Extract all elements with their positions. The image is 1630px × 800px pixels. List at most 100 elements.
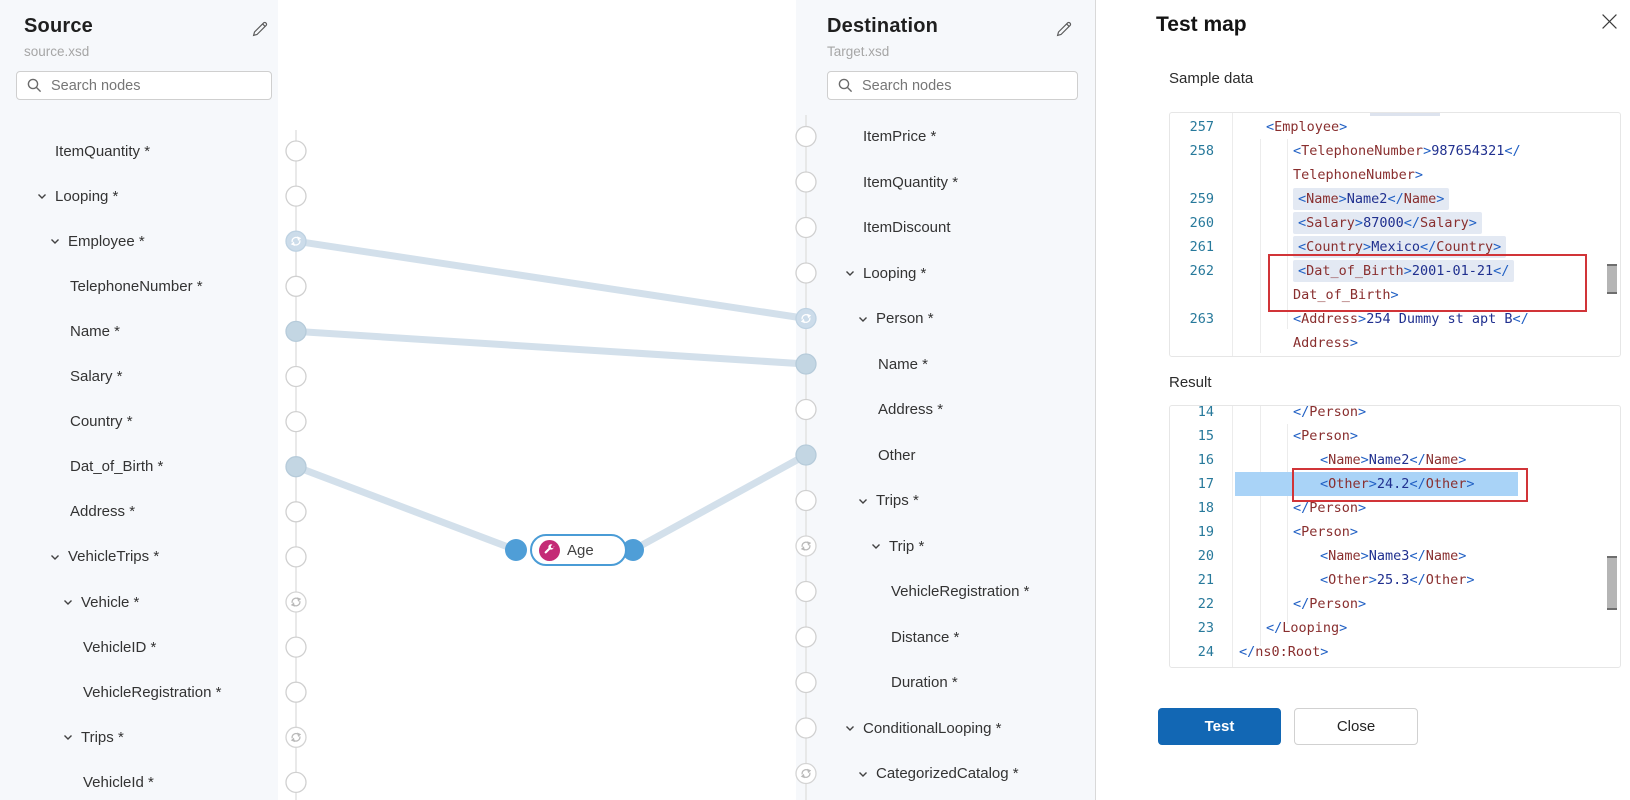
node-label: Address *	[878, 401, 944, 418]
chevron-down-icon[interactable]	[49, 235, 68, 247]
node-label: VehicleTrips *	[68, 548, 160, 566]
indent-guide	[1232, 113, 1233, 356]
node-label: Vehicle *	[81, 593, 140, 611]
source-node-country[interactable]: Country *	[0, 399, 278, 444]
destination-node-trips[interactable]: Trips *	[796, 478, 1095, 523]
destination-node-vehicleregistration[interactable]: VehicleRegistration *	[796, 569, 1095, 614]
code-line-23: 23</Looping>	[1170, 616, 1620, 640]
chevron-down-icon[interactable]	[36, 190, 55, 202]
code-line-19: 19<Person>	[1170, 520, 1620, 544]
code-text: <Salary>87000</Salary>	[1214, 211, 1482, 235]
test-button[interactable]: Test	[1158, 708, 1281, 745]
source-node-telephonenumber[interactable]: TelephoneNumber *	[0, 264, 278, 309]
close-icon[interactable]	[1598, 12, 1620, 34]
code-line-wrap: Address>	[1170, 331, 1620, 355]
destination-node-conditionallooping[interactable]: ConditionalLooping *	[796, 706, 1095, 751]
chevron-down-icon[interactable]	[857, 495, 876, 507]
destination-node-trip[interactable]: Trip *	[796, 524, 1095, 569]
source-node-name[interactable]: Name *	[0, 309, 278, 354]
sample-scrollbar-thumb[interactable]	[1607, 264, 1617, 294]
sample-data-editor[interactable]: 257<Employee>258<TelephoneNumber>9876543…	[1169, 112, 1621, 357]
destination-node-address[interactable]: Address *	[796, 387, 1095, 432]
code-text: </Person>	[1293, 405, 1367, 420]
destination-search-input[interactable]	[860, 76, 1077, 95]
destination-edit-button[interactable]	[1054, 19, 1074, 39]
chevron-down-icon[interactable]	[857, 768, 876, 780]
code-line-15: 15<Person>	[1170, 424, 1620, 448]
code-line-21: 21<Other>25.3</Other>	[1170, 568, 1620, 592]
code-line-261: 261<Country>Mexico</Country>	[1170, 235, 1620, 259]
destination-node-categorizedcatalog[interactable]: CategorizedCatalog *	[796, 751, 1095, 796]
code-text: <Dat_of_Birth>2001-01-21</	[1214, 259, 1515, 283]
source-node-vehicle[interactable]: Vehicle *	[0, 580, 278, 625]
close-button[interactable]: Close	[1294, 708, 1418, 745]
code-line-wrap: TelephoneNumber>	[1170, 163, 1620, 187]
chevron-down-icon[interactable]	[844, 722, 863, 734]
source-search-input[interactable]	[49, 76, 271, 95]
result-scrollbar-thumb[interactable]	[1607, 556, 1617, 610]
chevron-down-icon[interactable]	[62, 731, 81, 743]
chevron-down-icon[interactable]	[844, 267, 863, 279]
source-node-employee[interactable]: Employee *	[0, 219, 278, 264]
search-icon	[838, 78, 853, 93]
source-node-dat-of-birth[interactable]: Dat_of_Birth *	[0, 444, 278, 489]
node-label: ItemDiscount	[863, 219, 951, 236]
source-node-salary[interactable]: Salary *	[0, 354, 278, 399]
destination-node-distance[interactable]: Distance *	[796, 615, 1095, 660]
destination-node-person[interactable]: Person *	[796, 296, 1095, 341]
code-line-16: 16<Name>Name2</Name>	[1170, 448, 1620, 472]
source-edit-button[interactable]	[250, 19, 270, 39]
source-node-itemquantity[interactable]: ItemQuantity *	[0, 129, 278, 174]
code-line-wrap: Dat_of_Birth>	[1170, 283, 1620, 307]
destination-node-name[interactable]: Name *	[796, 342, 1095, 387]
function-node-age[interactable]: Age	[530, 534, 627, 566]
source-node-address[interactable]: Address *	[0, 489, 278, 534]
clipped-line-sliver	[1370, 113, 1440, 116]
node-label: ItemPrice *	[863, 128, 937, 145]
node-label: Other	[878, 446, 916, 464]
source-node-vehicletrips[interactable]: VehicleTrips *	[0, 534, 278, 579]
line-number	[1170, 163, 1214, 187]
code-text: <Person>	[1293, 428, 1359, 444]
chevron-down-icon[interactable]	[62, 596, 81, 608]
line-number: 17	[1197, 476, 1214, 492]
source-node-vehicleid[interactable]: VehicleId *	[0, 760, 278, 800]
node-label: TelephoneNumber *	[70, 277, 203, 295]
node-label: ConditionalLooping *	[863, 719, 1002, 737]
destination-node-other[interactable]: Other	[796, 433, 1095, 478]
code-text: </Looping>	[1266, 620, 1348, 636]
code-line-263: 263<Address>254 Dummy st apt B</	[1170, 307, 1620, 331]
test-map-panel: Test map Sample data 257<Employee>258<Te…	[1095, 0, 1630, 800]
code-line-14: 14</Person>	[1170, 405, 1620, 424]
chevron-down-icon[interactable]	[857, 313, 876, 325]
code-text: <Name>Name3</Name>	[1320, 548, 1467, 564]
destination-node-duration[interactable]: Duration *	[796, 660, 1095, 705]
node-label: Trips *	[81, 728, 124, 746]
chevron-down-icon[interactable]	[49, 551, 68, 563]
line-number: 261	[1189, 239, 1214, 255]
chevron-down-icon[interactable]	[870, 540, 889, 552]
destination-node-itemprice[interactable]: ItemPrice *	[796, 114, 1095, 159]
source-node-vehicleregistration[interactable]: VehicleRegistration *	[0, 670, 278, 715]
source-node-vehicleid[interactable]: VehicleID *	[0, 625, 278, 670]
code-text: <Other>24.2</Other>	[1320, 476, 1475, 492]
function-input-handle[interactable]	[505, 539, 527, 561]
destination-node-looping[interactable]: Looping *	[796, 251, 1095, 296]
source-node-trips[interactable]: Trips *	[0, 715, 278, 760]
line-number: 20	[1197, 548, 1214, 564]
result-editor[interactable]: 14</Person>15<Person>16<Name>Name2</Name…	[1169, 405, 1621, 668]
code-line-22: 22</Person>	[1170, 592, 1620, 616]
code-text: <Other>25.3</Other>	[1320, 572, 1475, 588]
node-label: Trip *	[889, 537, 925, 555]
indent-guide	[1232, 406, 1233, 667]
node-label: Name *	[70, 322, 121, 340]
source-node-looping[interactable]: Looping *	[0, 174, 278, 219]
source-panel-title: Source	[24, 15, 94, 37]
line-number: 19	[1197, 524, 1214, 540]
result-selection-highlight	[1235, 472, 1518, 496]
mapping-canvas[interactable]	[278, 0, 796, 800]
indent-guide	[1260, 406, 1261, 646]
destination-node-itemdiscount[interactable]: ItemDiscount	[796, 205, 1095, 250]
destination-node-itemquantity[interactable]: ItemQuantity *	[796, 160, 1095, 205]
